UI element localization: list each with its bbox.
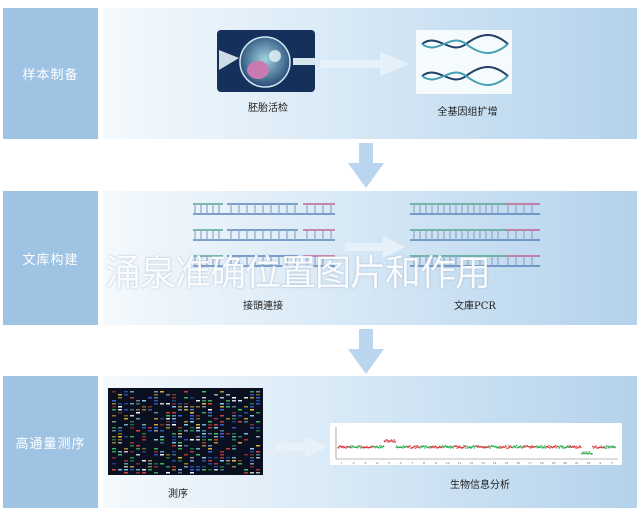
plot-tick-label: 11 [457, 461, 461, 465]
embryo-biopsy-icon [217, 30, 315, 92]
plot-tick-label: 19 [551, 461, 555, 465]
plot-tick-label: X [599, 461, 602, 465]
right-arrow-icon [320, 52, 410, 76]
plot-tick-label: 9 [435, 461, 437, 465]
plot-tick-label: 1 [341, 461, 343, 465]
plot-tick-label: 20 [563, 461, 567, 465]
down-arrow-icon [348, 143, 384, 188]
plot-tick-label: 12 [469, 461, 473, 465]
right-arrow-icon [345, 236, 405, 258]
plot-tick-label: 3 [364, 461, 366, 465]
plot-tick-label: 10 [446, 461, 450, 465]
wga-caption: 全基因组扩增 [437, 107, 498, 118]
plot-tick-label: 4 [376, 461, 378, 465]
stage-panel [103, 191, 637, 325]
plot-tick-label: 7 [411, 461, 413, 465]
adapter-ligation-caption: 接頭連接 [243, 301, 283, 312]
dna-helix-icon [416, 30, 512, 94]
watermark-overlay: 涌泉准确位置图片和作用 [105, 253, 491, 294]
stage-label: 样本制备 [3, 8, 98, 139]
plot-tick-label: 13 [481, 461, 485, 465]
stage-library-construction: 文库构建 [3, 191, 637, 325]
plot-tick-label: Y [610, 461, 613, 465]
embryo-biopsy-caption: 胚胎活检 [248, 103, 288, 114]
down-arrow-icon [348, 329, 384, 374]
adapter-ligation-graphic [193, 203, 335, 267]
plot-tick-label: 18 [540, 461, 544, 465]
stage-label: 文库构建 [3, 191, 98, 325]
plot-tick-label: 8 [423, 461, 425, 465]
plot-tick-label: 6 [400, 461, 402, 465]
bioinformatics-caption: 生物信息分析 [450, 480, 510, 491]
plot-tick-label: 5 [388, 461, 390, 465]
library-pcr-graphic [410, 203, 540, 267]
stage-sample-prep: 样本制备 [3, 8, 637, 139]
plot-tick-label: 22 [587, 461, 591, 465]
sequencing-caption: 測序 [168, 489, 188, 500]
sequencing-image [108, 388, 263, 475]
stage-panel [103, 8, 637, 139]
plot-tick-label: 14 [493, 461, 497, 465]
plot-tick-label: 21 [575, 461, 579, 465]
right-arrow-icon [275, 436, 327, 458]
plot-tick-label: 16 [516, 461, 520, 465]
stage-label: 高通量测序 [3, 376, 98, 508]
plot-tick-label: 2 [353, 461, 355, 465]
library-pcr-caption: 文庫PCR [454, 301, 496, 312]
plot-tick-label: 15 [504, 461, 508, 465]
plot-tick-label: 17 [528, 461, 532, 465]
